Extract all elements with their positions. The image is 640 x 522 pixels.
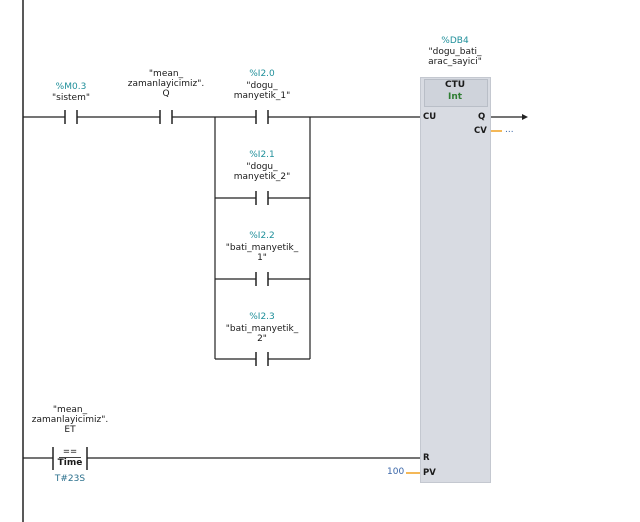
ctu-header: [424, 79, 488, 107]
bati1-symbol: "bati_manyetik_ 1": [225, 243, 299, 263]
counter-db: %DB4: [441, 36, 469, 46]
pin-r: R: [423, 453, 430, 463]
contact-sistem: [64, 110, 78, 124]
compare-type: Time: [57, 458, 83, 468]
contact-dogu-1: [255, 110, 269, 124]
ctu-datatype: Int: [447, 92, 463, 102]
counter-instance: "dogu_bati_ arac_sayici": [428, 47, 482, 67]
compare-operand: "mean_ zamanlayicimiz". ET: [31, 405, 109, 435]
compare-value: T#23S: [54, 474, 86, 484]
contact-bati-2: [255, 352, 269, 366]
contact-dogu-2: [255, 191, 269, 205]
dogu1-symbol: "dogu_ manyetik_1": [233, 81, 291, 101]
cv-value: ...: [505, 125, 514, 135]
dogu1-address: %I2.0: [249, 69, 275, 79]
pin-pv: PV: [423, 468, 436, 478]
pin-cu: CU: [423, 112, 437, 122]
dogu2-address: %I2.1: [249, 150, 275, 160]
ctu-type: CTU: [444, 80, 466, 90]
pv-value: 100: [387, 467, 405, 477]
timer-q-symbol: "mean_ zamanlayicimiz". Q: [127, 69, 205, 99]
dogu2-symbol: "dogu_ manyetik_2": [233, 162, 291, 182]
bati1-address: %I2.2: [249, 231, 275, 241]
sistem-address: %M0.3: [55, 82, 87, 92]
bati2-symbol: "bati_manyetik_ 2": [225, 324, 299, 344]
ctu-block[interactable]: [420, 77, 491, 483]
contact-bati-1: [255, 272, 269, 286]
sistem-symbol: "sistem": [52, 93, 90, 103]
pin-q: Q: [478, 112, 486, 122]
compare-divider: [59, 457, 81, 458]
compare-operator: ==: [62, 447, 78, 457]
pin-cv: CV: [474, 126, 487, 136]
bati2-address: %I2.3: [249, 312, 275, 322]
contact-timer-q: [159, 110, 173, 124]
